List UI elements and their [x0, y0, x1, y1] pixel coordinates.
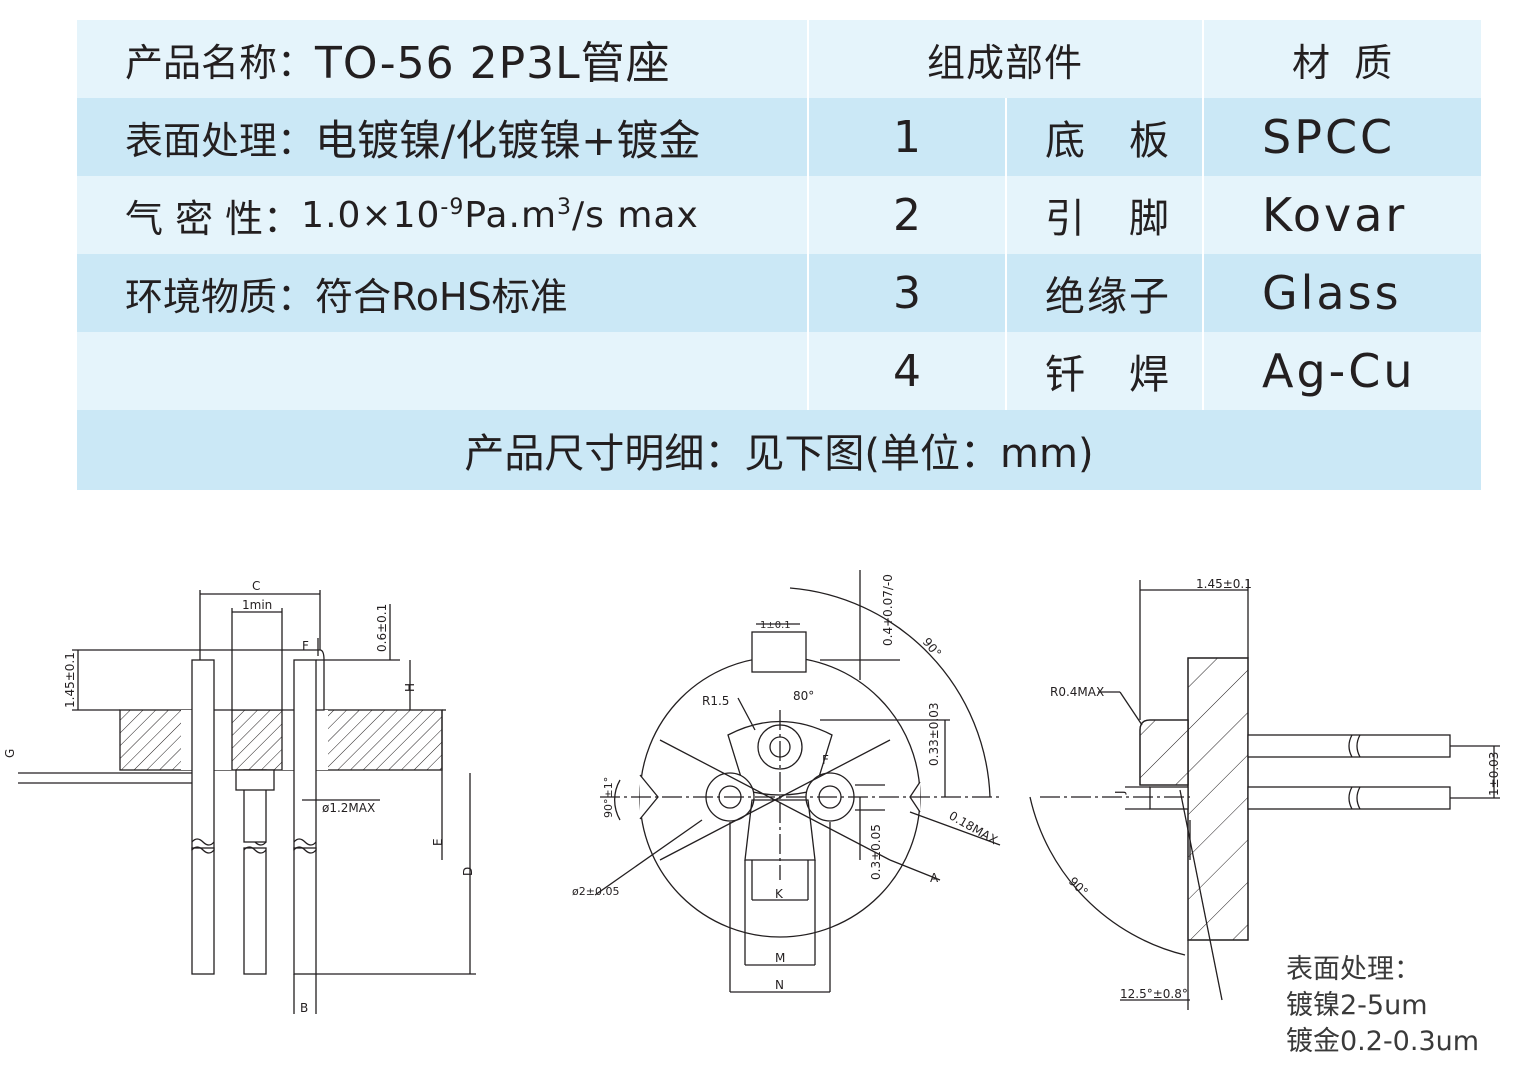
airtightness-exponent: -9	[440, 194, 465, 220]
surface-treatment-value: 电镀镍/化镀镍+镀金	[315, 115, 701, 165]
dim-h: H	[403, 683, 417, 692]
dim-r15: R1.5	[702, 694, 729, 708]
dim-e: E	[431, 838, 445, 846]
surface-treatment-label: 表面处理：	[125, 118, 316, 163]
component-material: Kovar	[1262, 188, 1408, 242]
airtightness-label: 气 密 性：	[125, 196, 302, 241]
table-row: 表面处理： 电镀镍/化镀镍+镀金 1 底 板 SPCC	[77, 98, 1481, 176]
airtightness-value: 1.0×10-9Pa.m3/s max	[301, 195, 699, 236]
airtightness-unit-exponent: 3	[557, 194, 573, 220]
side-view	[1040, 580, 1500, 1010]
dim-f-left: F	[302, 639, 309, 653]
dim-d: D	[461, 867, 475, 876]
surface-note-line: 镀金0.2-0.3um	[1286, 1026, 1480, 1057]
dim-offset-033: 0.33±0.03	[927, 703, 941, 767]
component-part: 引 脚	[1045, 196, 1171, 242]
left-view	[18, 590, 476, 1014]
drawing-canvas: C 1min 0.6±0.1 1.45±0.1 H G F ø1.2MAX E …	[3, 570, 1501, 1015]
dim-dia2: ø2±0.05	[572, 885, 619, 898]
material-header: 材 质	[1292, 40, 1399, 85]
column-divider	[807, 20, 809, 410]
dim-r04: R0.4MAX	[1050, 685, 1104, 699]
product-name-value: TO-56 2P3L管座	[315, 38, 671, 89]
table-row: 环境物质： 符合RoHS标准 3 绝缘子 Glass	[77, 254, 1481, 332]
dim-j: J	[1113, 790, 1127, 795]
dim-spacing: 1±0.03	[1487, 752, 1501, 796]
dim-angle-90a: 90°	[920, 635, 944, 660]
dim-angle-90b: 90°±1°	[602, 777, 615, 818]
component-num: 2	[893, 189, 921, 241]
airtightness-unit: Pa.m	[464, 194, 558, 236]
components-header: 组成部件	[927, 40, 1084, 85]
component-num: 1	[893, 111, 921, 163]
dim-min: 1min	[242, 598, 272, 612]
dimension-note: 产品尺寸明细：见下图(单位：mm)	[77, 410, 1481, 490]
dim-k: K	[775, 887, 784, 901]
component-part: 钎 焊	[1045, 352, 1171, 398]
airtightness: 气 密 性： 1.0×10-9Pa.m3/s max	[125, 176, 699, 254]
table-header-row: 产品名称： TO-56 2P3L管座 组成部件 材 质	[77, 20, 1481, 98]
dim-c: C	[252, 579, 260, 593]
component-part: 绝缘子	[1045, 274, 1171, 320]
dim-side-thickness: 1.45±0.1	[1196, 577, 1252, 591]
dim-n: N	[775, 978, 784, 992]
surface-note-title: 表面处理：	[1286, 954, 1421, 985]
product-name: 产品名称： TO-56 2P3L管座	[125, 20, 671, 98]
component-part: 底 板	[1045, 118, 1171, 164]
dim-m: M	[775, 951, 785, 965]
airtightness-base: 1.0×10	[301, 194, 441, 236]
dim-tab: 1±0.1	[760, 620, 791, 631]
table-row: 气 密 性： 1.0×10-9Pa.m3/s max 2 引 脚 Kovar	[77, 176, 1481, 254]
dim-pin-dia: ø1.2MAX	[322, 801, 375, 815]
surface-treatment: 表面处理： 电镀镍/化镀镍+镀金	[125, 98, 700, 176]
table-row: 4 钎 焊 Ag-Cu	[77, 332, 1481, 410]
dim-tab-offset: 0.4+0.07/-0	[881, 574, 895, 646]
surface-note-line: 镀镍2-5um	[1286, 990, 1428, 1021]
dim-b: B	[300, 1001, 308, 1015]
dim-f: F	[822, 753, 829, 767]
component-material: SPCC	[1262, 110, 1396, 164]
environment: 环境物质： 符合RoHS标准	[125, 254, 568, 332]
technical-drawing: C 1min 0.6±0.1 1.45±0.1 H G F ø1.2MAX E …	[0, 560, 1539, 1071]
dim-angle-90side: 90°	[1066, 874, 1091, 899]
environment-label: 环境物质：	[125, 274, 316, 319]
airtightness-suffix: /s max	[572, 194, 699, 236]
dim-top: 0.6±0.1	[375, 604, 389, 652]
component-num: 4	[893, 345, 921, 397]
dim-g: G	[3, 749, 17, 758]
dim-offset-03: 0.3±0.05	[869, 824, 883, 880]
column-divider	[1202, 20, 1204, 410]
product-name-label: 产品名称：	[125, 40, 316, 85]
dim-thickness: 1.45±0.1	[63, 652, 77, 708]
component-num: 3	[893, 267, 921, 319]
dim-a: A	[930, 871, 939, 885]
component-material: Ag-Cu	[1262, 344, 1416, 398]
surface-treatment-note: 表面处理： 镀镍2-5um 镀金0.2-0.3um	[1286, 952, 1479, 1060]
front-view	[594, 570, 1186, 993]
spec-table: 产品名称： TO-56 2P3L管座 组成部件 材 质 表面处理： 电镀镍/化镀…	[77, 20, 1481, 490]
dim-angle-125: 12.5°±0.8°	[1120, 987, 1188, 1001]
environment-value: 符合RoHS标准	[315, 274, 568, 319]
column-divider	[1005, 98, 1007, 410]
component-material: Glass	[1262, 266, 1402, 320]
dim-angle-80: 80°	[793, 689, 814, 703]
